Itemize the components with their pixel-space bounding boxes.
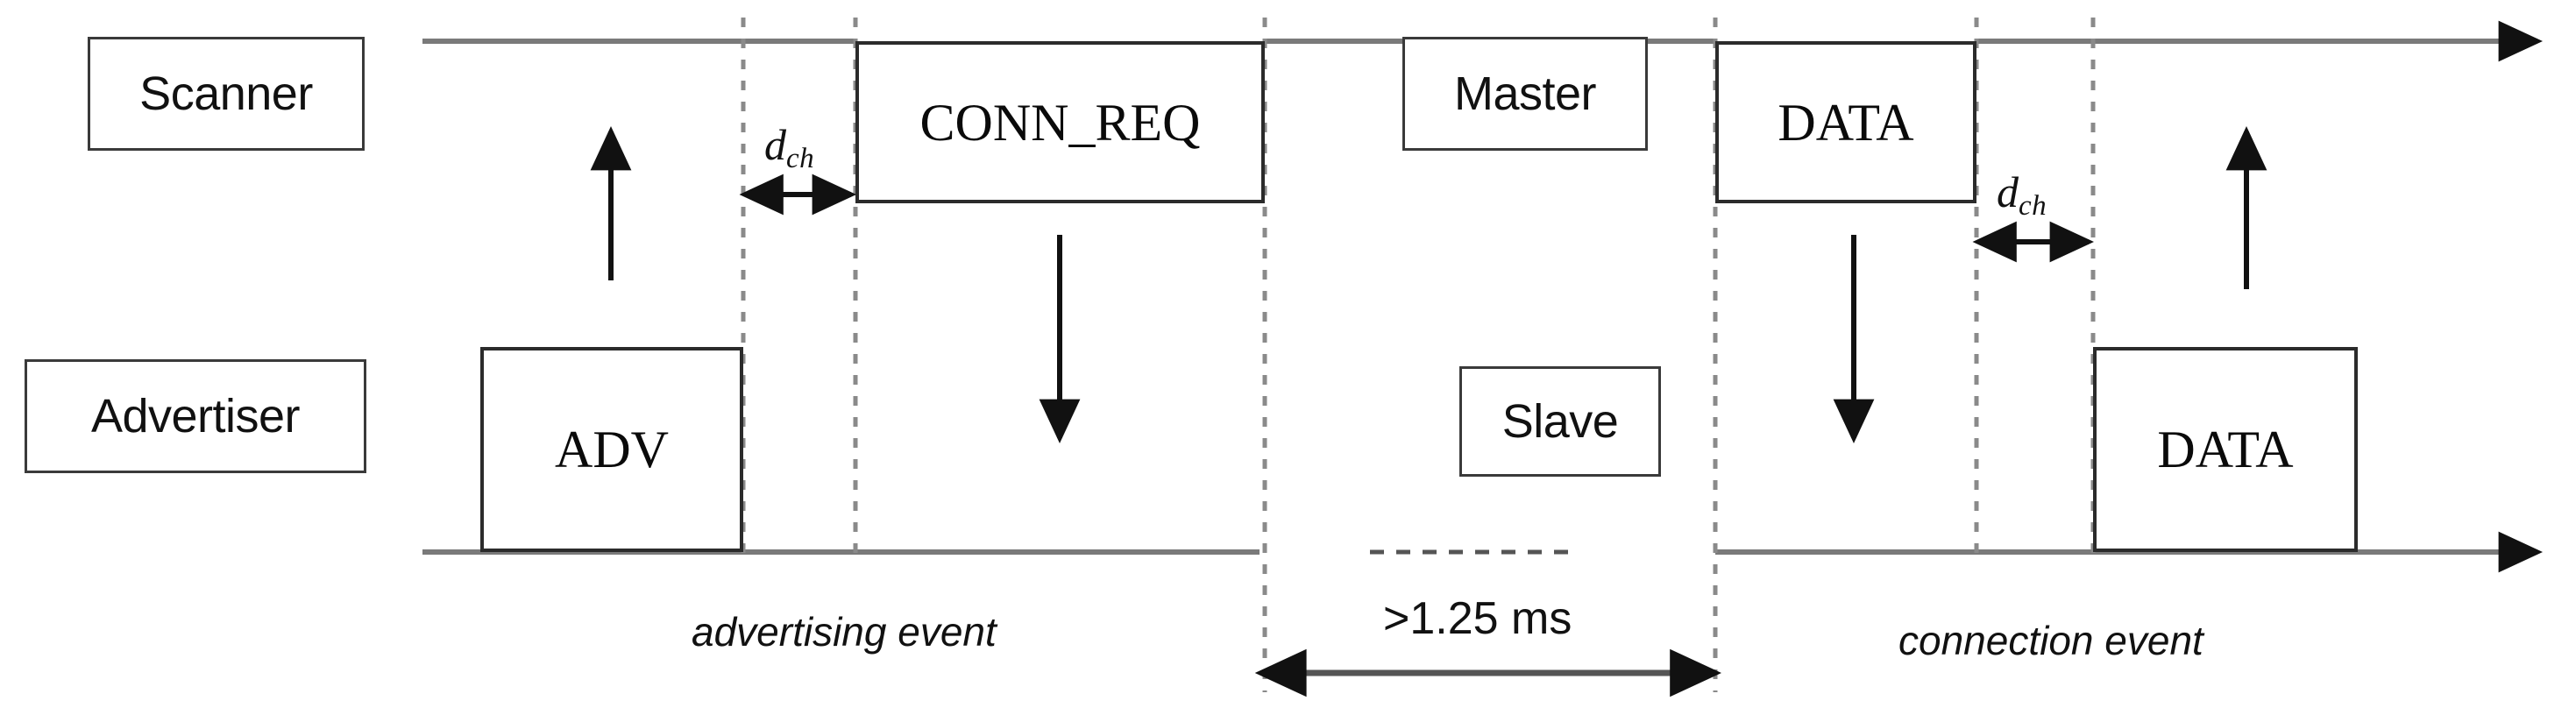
role-box-master: Master (1402, 37, 1648, 151)
label-inter-event-gap-text: >1.25 ms (1383, 593, 1572, 644)
caption-connection-event-text: connection event (1898, 618, 2203, 663)
role-label-slave: Slave (1501, 395, 1619, 448)
role-box-slave: Slave (1459, 366, 1661, 477)
packet-label-slave-data: DATA (2157, 421, 2294, 478)
role-box-advertiser: Advertiser (25, 359, 366, 473)
label-inter-event-gap: >1.25 ms (1383, 596, 1572, 641)
dch-label-left: dch (764, 123, 814, 173)
dch-right-symbol: d (1997, 167, 2019, 216)
packet-box-conn-req: CONN_REQ (855, 41, 1265, 203)
caption-advertising-event: advertising event (692, 612, 997, 652)
packet-box-master-data: DATA (1715, 41, 1976, 203)
role-box-scanner: Scanner (88, 37, 365, 151)
dch-left-symbol: d (764, 120, 786, 169)
dch-left-subscript: ch (786, 143, 815, 175)
dch-label-right: dch (1997, 170, 2047, 221)
packet-box-slave-data: DATA (2093, 347, 2358, 552)
role-label-scanner: Scanner (139, 67, 313, 120)
dch-right-subscript: ch (2019, 190, 2047, 223)
packet-label-master-data: DATA (1778, 93, 1914, 152)
packet-box-adv: ADV (480, 347, 743, 552)
role-label-advertiser: Advertiser (90, 390, 301, 442)
role-label-master: Master (1453, 67, 1597, 120)
packet-label-adv: ADV (555, 421, 669, 478)
caption-connection-event: connection event (1898, 620, 2203, 661)
packet-label-conn-req: CONN_REQ (919, 93, 1201, 152)
caption-advertising-event-text: advertising event (692, 609, 997, 655)
